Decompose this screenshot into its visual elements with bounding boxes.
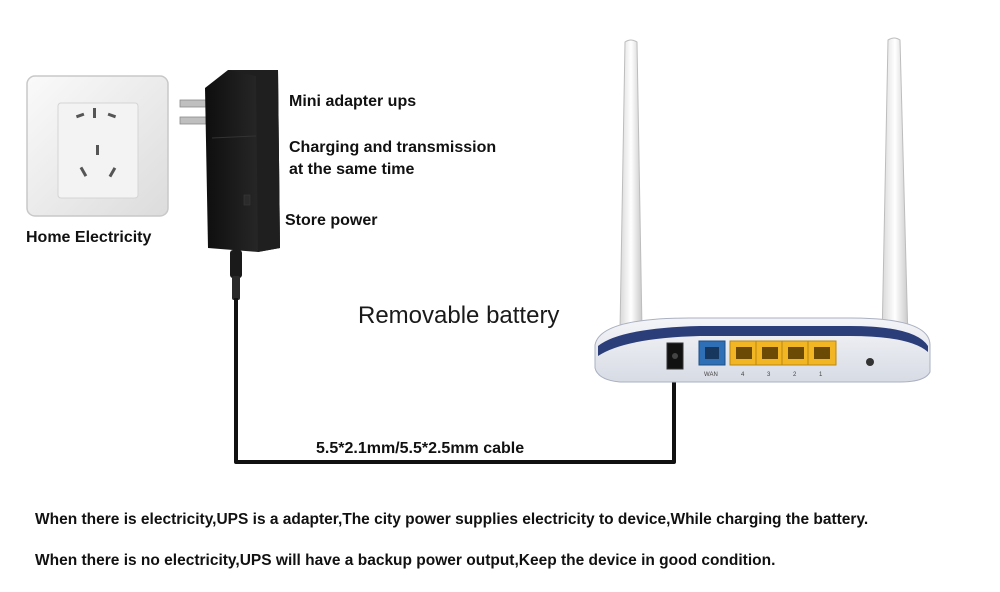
store-power-label: Store power [285,212,378,229]
mini-adapter-ups [179,70,280,300]
dc-cable [234,298,676,464]
wan-port-label: WAN [704,372,718,378]
lan-port-label: 3 [767,372,771,378]
home-electricity-label: Home Electricity [26,229,152,246]
removable-battery-label: Removable battery [358,302,560,329]
mini-adapter-label: Mini adapter ups [289,93,417,110]
lan-port-label: 4 [741,372,745,378]
charging-label-line2: at the same time [289,161,415,178]
lan-port-label: 1 [819,372,823,378]
router-antennas [619,37,909,341]
router: WAN 4 3 2 1 [594,317,931,383]
charging-label-line1: Charging and transmission [289,139,497,156]
cable-label: 5.5*2.1mm/5.5*2.5mm cable [316,440,525,457]
wall-outlet [26,75,169,217]
note-without-electricity: When there is no electricity,UPS will ha… [35,552,776,569]
note-with-electricity: When there is electricity,UPS is a adapt… [35,511,869,528]
lan-port-label: 2 [793,372,797,378]
